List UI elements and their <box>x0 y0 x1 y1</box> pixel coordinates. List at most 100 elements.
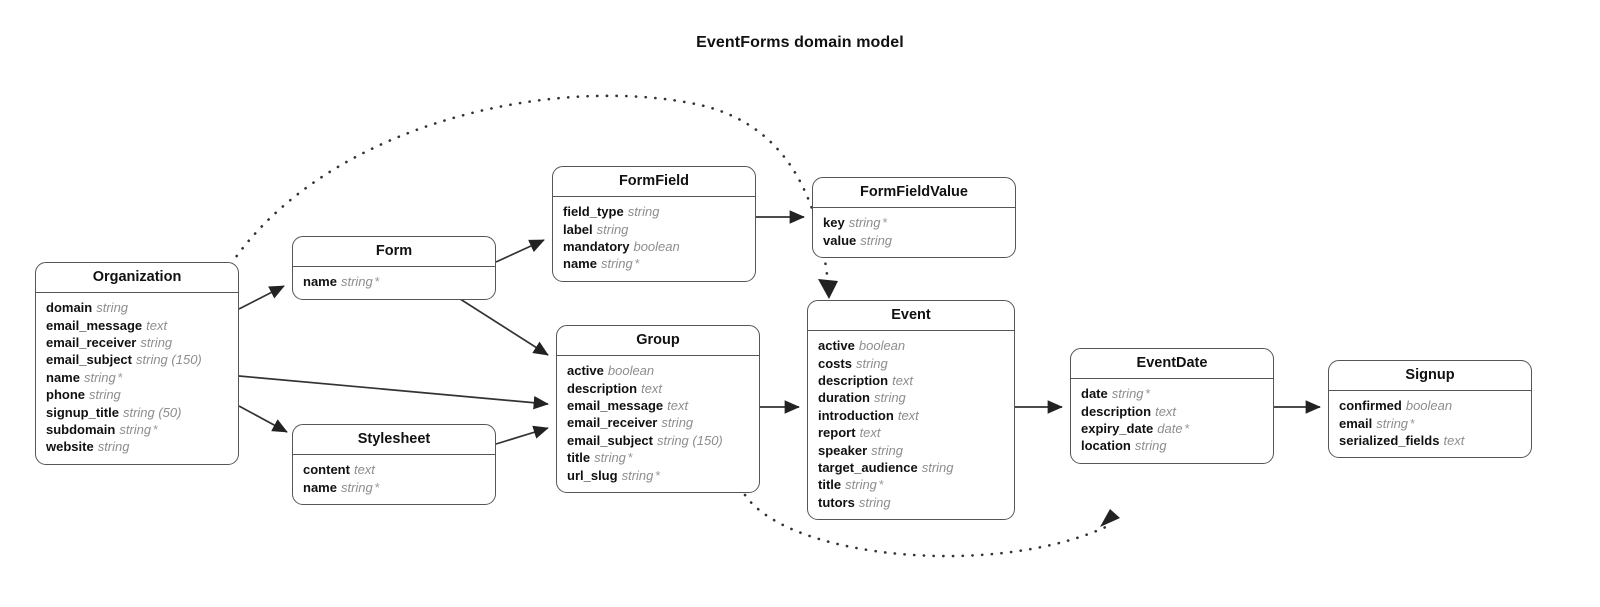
attribute-name: subdomain <box>46 422 116 438</box>
attribute-type: string <box>96 300 129 316</box>
attribute-required-marker: * <box>374 479 380 495</box>
entity-title-organization: Organization <box>36 263 238 294</box>
attribute-type: string <box>140 335 173 351</box>
attribute-name: signup_title <box>46 404 119 420</box>
attribute-type: string <box>1134 438 1167 454</box>
attribute-type: text <box>1443 433 1465 449</box>
edge-organization-group <box>238 375 549 410</box>
entity-title-eventdate: EventDate <box>1071 349 1273 380</box>
attribute-type: string <box>845 477 877 493</box>
attribute-type: string (150) <box>136 352 202 368</box>
attribute-required-marker: * <box>374 274 380 290</box>
attribute-type: text <box>897 407 919 423</box>
attribute-required-marker: * <box>1410 415 1416 431</box>
attribute-required-marker: * <box>882 215 888 231</box>
attribute-name: field_type <box>563 204 624 220</box>
attribute-type: string <box>1111 386 1144 402</box>
attribute-type: date <box>1157 421 1183 437</box>
attribute-type: string <box>596 221 629 237</box>
attribute-name: url_slug <box>567 467 618 483</box>
attribute-name: value <box>823 232 857 248</box>
attribute-name: name <box>46 369 80 385</box>
entity-title-signup: Signup <box>1329 361 1531 392</box>
attribute-type: string <box>871 442 903 458</box>
attribute-name: key <box>823 215 845 231</box>
attribute-name: title <box>567 450 591 466</box>
attribute-name: domain <box>46 300 93 316</box>
attribute-required-marker: * <box>117 369 123 385</box>
attribute-type: text <box>667 398 689 414</box>
attribute-type: string <box>661 415 694 431</box>
attribute-name: name <box>303 479 337 495</box>
attribute-type: string <box>855 355 888 371</box>
attribute-type: text <box>1155 403 1177 419</box>
attribute-type: string <box>874 390 906 406</box>
edge-stylesheet-group <box>495 425 549 445</box>
attribute-type: string <box>1376 415 1409 431</box>
attribute-type: string <box>89 387 121 403</box>
attribute-type: text <box>353 462 375 478</box>
attribute-name: location <box>1081 438 1131 454</box>
attribute-name: date <box>1081 386 1108 402</box>
attribute-name: introduction <box>818 407 894 423</box>
attribute-name: duration <box>818 390 870 406</box>
attribute-type: string <box>921 460 954 476</box>
edge-organization-stylesheet <box>238 405 288 433</box>
attribute-name: confirmed <box>1339 398 1402 414</box>
attribute-name: email_receiver <box>46 335 137 351</box>
attribute-name: description <box>567 380 638 396</box>
edge-form-group <box>456 296 549 356</box>
attribute-name: phone <box>46 387 85 403</box>
attribute-name: costs <box>818 355 852 371</box>
attribute-name: email_subject <box>567 432 653 448</box>
attribute-type: string <box>119 422 152 438</box>
attribute-type: boolean <box>607 363 655 379</box>
attribute-required-marker: * <box>627 450 633 466</box>
attribute-required-marker: * <box>634 256 640 272</box>
attribute-name: name <box>303 274 337 290</box>
attribute-type: text <box>641 380 663 396</box>
attribute-type: string <box>848 215 881 231</box>
arrowhead-organization-event <box>818 279 838 299</box>
attribute-type: string (50) <box>122 404 182 420</box>
attribute-required-marker: * <box>878 477 884 493</box>
attribute-type: text <box>146 317 168 333</box>
